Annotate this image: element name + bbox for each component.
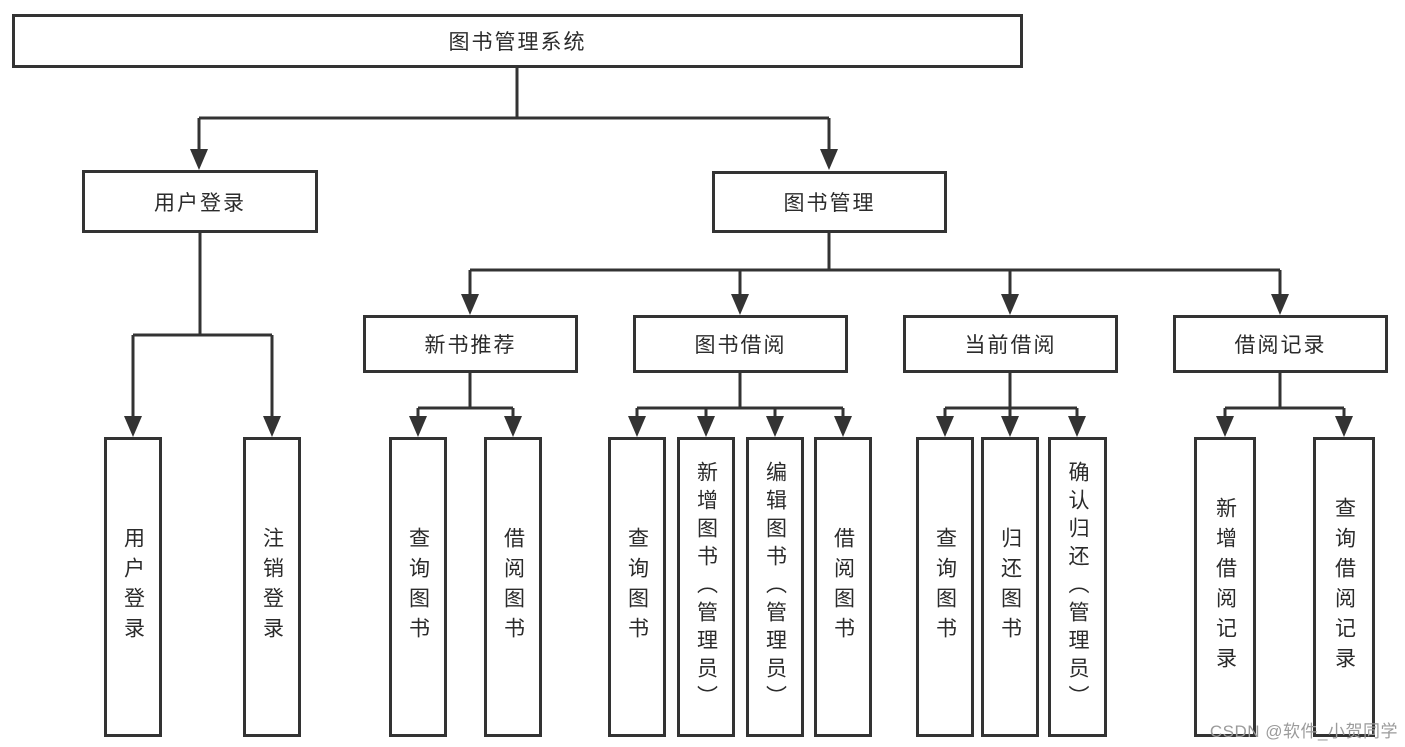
- node-root-system: 图书管理系统: [12, 14, 1023, 68]
- arrowheads-user-login-leaves: [124, 416, 281, 437]
- node-label: 注销登录: [260, 527, 284, 647]
- arrowheads-new-book-rec-leaves: [409, 416, 522, 437]
- csdn-watermark: CSDN @软件_小贺同学: [1209, 722, 1398, 741]
- leaf-logout: 注销登录: [243, 437, 301, 737]
- arrowheads-level3: [461, 294, 1289, 315]
- leaf-add-borrow-record: 新增借阅记录: [1194, 437, 1256, 737]
- leaf-borrow-books: 借阅图书: [484, 437, 542, 737]
- leaf-query-borrow-record: 查询借阅记录: [1313, 437, 1375, 737]
- node-label: 新书推荐: [424, 334, 517, 357]
- leaf-add-books-admin: 新增图书（管理员）: [677, 437, 735, 737]
- leaf-edit-books-admin: 编辑图书（管理员）: [746, 437, 804, 737]
- node-label: 图书管理系统: [448, 31, 587, 54]
- connector-book-management-to-level3: [468, 232, 1282, 295]
- node-label: 查询借阅记录: [1332, 497, 1356, 677]
- node-label: 归还图书: [998, 527, 1022, 647]
- node-label: 借阅图书: [501, 527, 525, 647]
- node-current-borrowing: 当前借阅: [903, 315, 1118, 373]
- node-label: 编辑图书（管理员）: [763, 461, 787, 713]
- connector-root-to-level2: [197, 67, 831, 150]
- leaf-query-books: 查询图书: [389, 437, 447, 737]
- connector-borrowing-records-to-leaves: [1223, 372, 1346, 417]
- node-label: 当前借阅: [964, 334, 1057, 357]
- arrowheads-root-to-level2: [190, 149, 838, 170]
- leaf-return-books: 归还图书: [981, 437, 1039, 737]
- node-label: 图书借阅: [694, 334, 787, 357]
- node-label: 查询图书: [406, 527, 430, 647]
- leaf-confirm-return-admin: 确认归还（管理员）: [1048, 437, 1107, 737]
- node-book-borrowing: 图书借阅: [633, 315, 848, 373]
- node-label: 用户登录: [154, 191, 246, 215]
- connector-user-login-to-leaves: [131, 232, 274, 417]
- leaf-borrow-books: 借阅图书: [814, 437, 872, 737]
- leaf-query-books: 查询图书: [916, 437, 974, 737]
- node-label: 查询图书: [625, 527, 649, 647]
- arrowheads-borrowing-records-leaves: [1216, 416, 1353, 437]
- connector-current-borrowing-to-leaves: [943, 372, 1079, 417]
- node-label: 借阅记录: [1234, 334, 1327, 357]
- node-new-book-recommendation: 新书推荐: [363, 315, 578, 373]
- node-label: 新增借阅记录: [1213, 497, 1237, 677]
- leaf-query-books: 查询图书: [608, 437, 666, 737]
- node-label: 查询图书: [933, 527, 957, 647]
- node-book-management: 图书管理: [712, 171, 947, 233]
- node-label: 新增图书（管理员）: [694, 461, 718, 713]
- arrowheads-current-borrowing-leaves: [936, 416, 1086, 437]
- connector-book-borrowing-to-leaves: [635, 372, 845, 417]
- node-label: 借阅图书: [831, 527, 855, 647]
- node-borrowing-records: 借阅记录: [1173, 315, 1388, 373]
- node-user-login: 用户登录: [82, 170, 318, 233]
- node-label: 图书管理: [783, 192, 876, 215]
- connector-new-book-rec-to-leaves: [416, 372, 515, 417]
- node-label: 确认归还（管理员）: [1066, 461, 1089, 713]
- leaf-user-login: 用户登录: [104, 437, 162, 737]
- node-label: 用户登录: [121, 527, 145, 647]
- arrowheads-book-borrowing-leaves: [628, 416, 852, 437]
